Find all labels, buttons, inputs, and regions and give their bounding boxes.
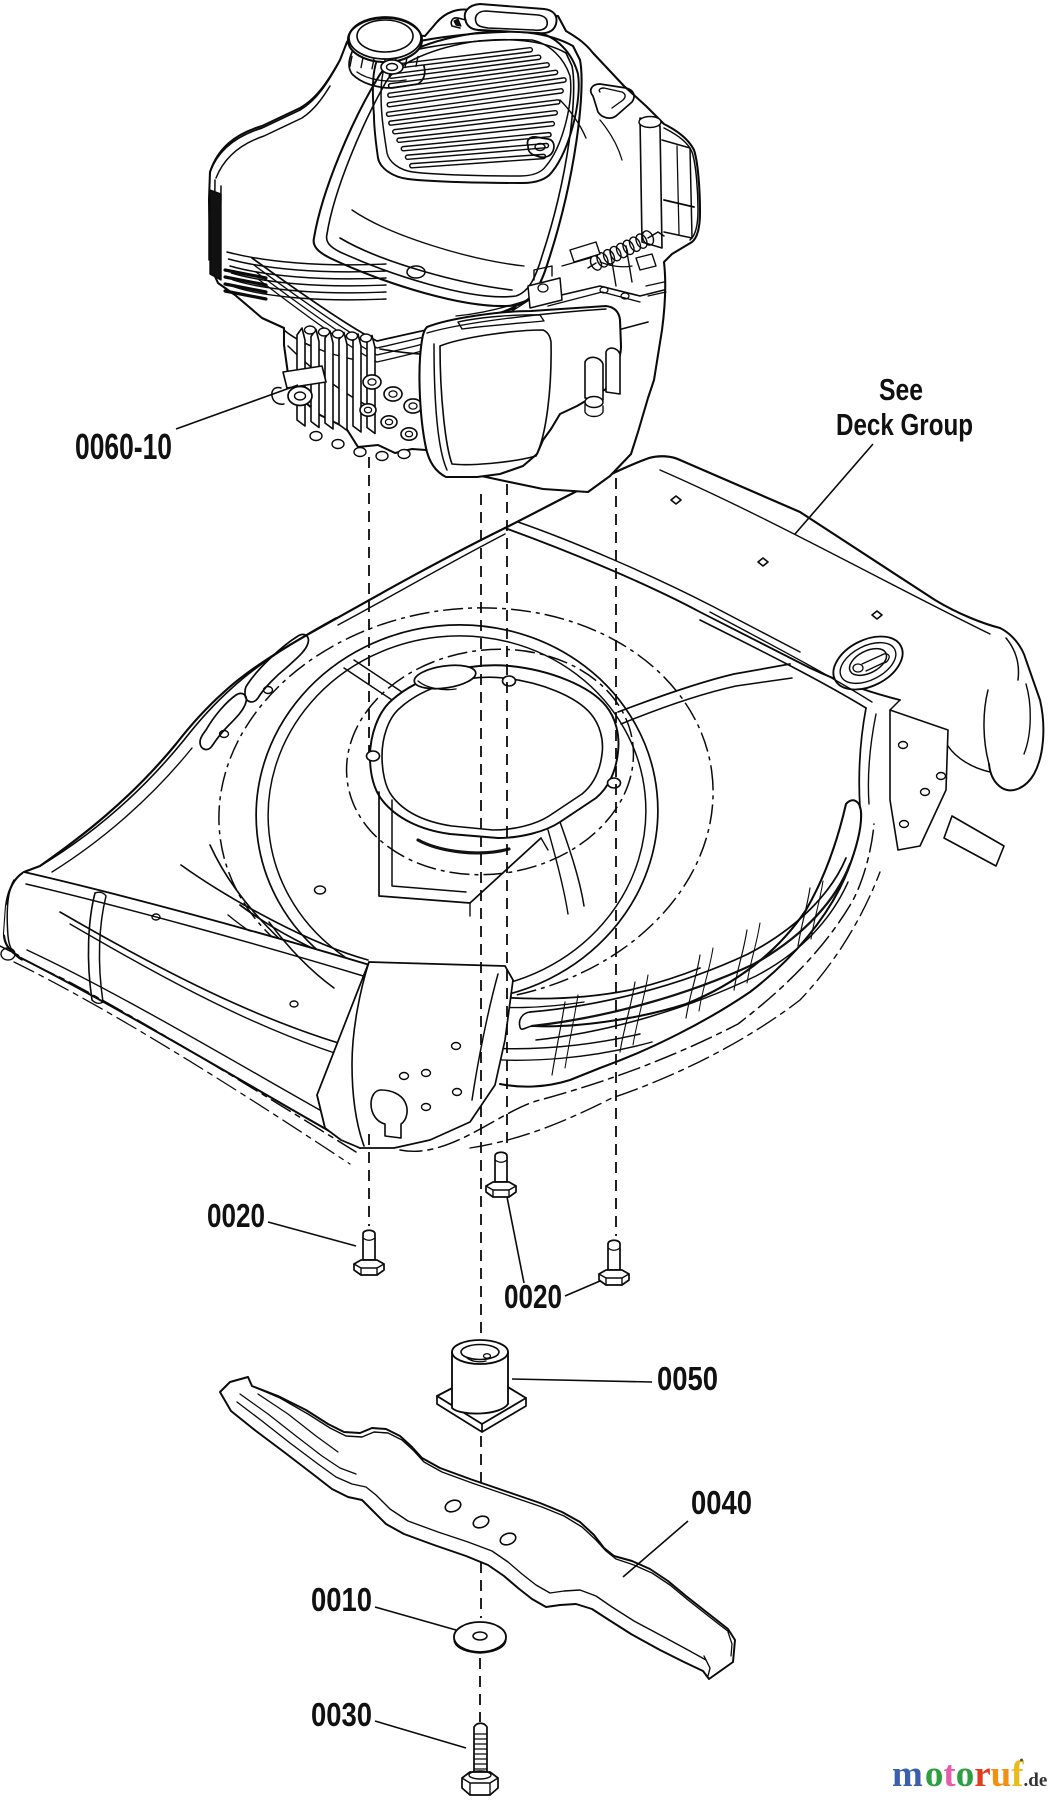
svg-text:r: r [974,1754,990,1795]
svg-text:0050: 0050 [657,1360,718,1397]
svg-text:0060-10: 0060-10 [75,426,172,467]
svg-text:0020: 0020 [504,1278,562,1315]
svg-text:0020: 0020 [207,1197,265,1234]
svg-text:t: t [943,1754,956,1795]
svg-text:.de: .de [1024,1770,1048,1791]
svg-text:m: m [892,1754,923,1795]
svg-text:o: o [956,1754,975,1795]
svg-text:0040: 0040 [691,1484,752,1521]
svg-text:Deck Group: Deck Group [836,407,973,442]
svg-text:0030: 0030 [311,1696,372,1733]
svg-text:o: o [925,1754,944,1795]
svg-text:u: u [991,1754,1012,1795]
svg-text:See: See [879,372,923,407]
svg-text:0010: 0010 [311,1581,372,1618]
svg-text:f: f [1011,1754,1024,1795]
